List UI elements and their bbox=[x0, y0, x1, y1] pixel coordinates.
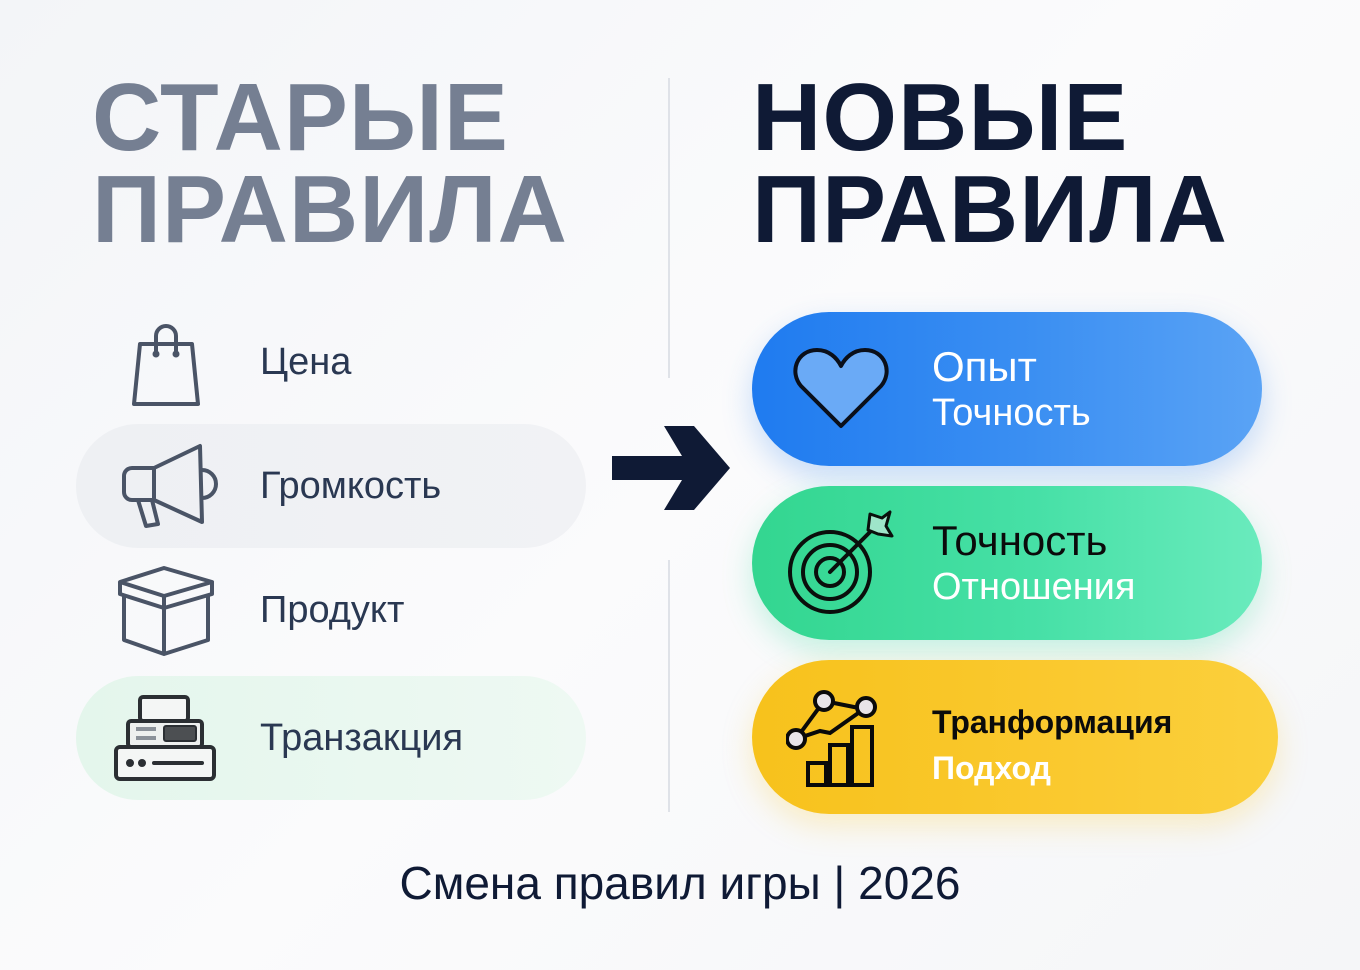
old-rule-label: Продукт bbox=[260, 588, 405, 631]
box-icon bbox=[114, 562, 218, 658]
new-rule-subtitle: Подход bbox=[932, 750, 1051, 786]
target-icon bbox=[786, 508, 896, 618]
shopping-bag-icon bbox=[114, 314, 218, 410]
new-rule-experience: Опыт Точность bbox=[752, 312, 1262, 466]
footer-caption: Смена правил игры | 2026 bbox=[399, 857, 961, 909]
column-divider-top bbox=[668, 78, 670, 378]
new-rule-subtitle: Точность bbox=[932, 392, 1091, 434]
heart-icon bbox=[786, 334, 896, 444]
megaphone-icon bbox=[114, 438, 218, 534]
old-rule-label: Громкость bbox=[260, 464, 442, 507]
new-rule-transformation: Транформация Подход bbox=[752, 660, 1278, 814]
old-rule-label: Транзакция bbox=[260, 716, 464, 759]
new-rule-title: Транформация bbox=[932, 704, 1173, 740]
old-rule-product: Продукт bbox=[76, 548, 586, 672]
old-rule-label: Цена bbox=[260, 340, 352, 383]
old-rule-volume: Громкость bbox=[76, 424, 586, 548]
old-rule-transaction: Транзакция bbox=[76, 676, 586, 800]
new-rule-subtitle: Отношения bbox=[932, 566, 1136, 608]
new-rules-heading: НОВЫЕ ПРАВИЛА bbox=[752, 64, 1228, 263]
column-divider-bottom bbox=[668, 560, 670, 812]
old-rules-heading: СТАРЫЕ ПРАВИЛА bbox=[92, 64, 568, 263]
new-rule-title: Точность bbox=[932, 517, 1108, 564]
new-rule-title: Опыт bbox=[932, 343, 1037, 390]
arrow-right-icon bbox=[612, 426, 730, 510]
old-rule-price: Цена bbox=[76, 300, 586, 424]
cash-register-icon bbox=[114, 690, 218, 786]
growth-chart-icon bbox=[786, 682, 896, 792]
new-rule-precision: Точность Отношения bbox=[752, 486, 1262, 640]
